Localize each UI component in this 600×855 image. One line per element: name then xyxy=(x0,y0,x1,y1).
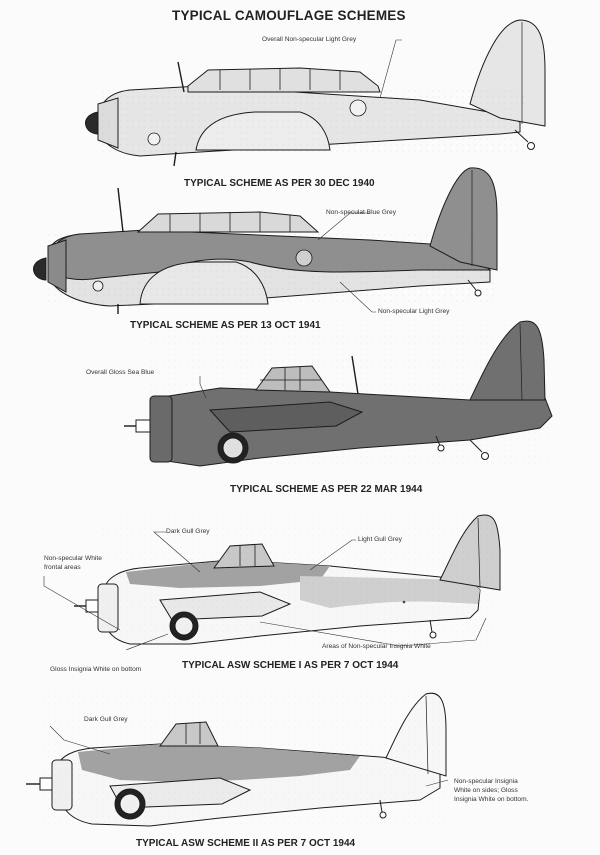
caption-scheme-1941: TYPICAL SCHEME AS PER 13 OCT 1941 xyxy=(130,320,321,331)
caption-scheme-1940: TYPICAL SCHEME AS PER 30 DEC 1940 xyxy=(184,178,375,189)
label-dark-gull-grey-1: Dark Gull Grey xyxy=(166,528,210,535)
label-insignia-white-areas: Areas of Non-specular Insignia White xyxy=(322,643,431,650)
caption-scheme-1944: TYPICAL SCHEME AS PER 22 MAR 1944 xyxy=(230,484,423,495)
aircraft-5-wildcat-asw-2 xyxy=(26,690,447,828)
label-blue-grey: Non-speculat Blue Grey xyxy=(326,209,397,216)
leader-lines xyxy=(43,39,487,787)
label-gloss-sea-blue: Overall Gloss Sea Blue xyxy=(86,369,155,376)
label-white-frontal-1: Non-specular White xyxy=(44,555,102,562)
label-asw2-note-3: Insignia White on bottom. xyxy=(454,796,529,803)
label-asw2-note-2: White on sides; Gloss xyxy=(454,787,518,794)
label-asw2-note-1: Non-specular Insignia xyxy=(454,778,518,785)
aircraft-2-devastator-blue-grey xyxy=(33,167,498,314)
label-light-gull-grey: Light Gull Grey xyxy=(358,536,402,543)
aircraft-2-spinner xyxy=(33,257,47,281)
caption-asw-scheme-1: TYPICAL ASW SCHEME I AS PER 7 OCT 1944 xyxy=(182,660,399,671)
aircraft-1-devastator-light-grey xyxy=(85,19,546,167)
aircraft-4-wildcat-asw-1 xyxy=(74,512,501,645)
aircraft-3-wildcat-sea-blue xyxy=(124,320,553,467)
aircraft-3-prop-hub xyxy=(135,419,151,433)
label-overall-light-grey: Overall Non-specular Light Grey xyxy=(262,36,357,43)
label-dark-gull-grey-2: Dark Gull Grey xyxy=(84,716,128,723)
aircraft-2-canopy xyxy=(136,211,320,233)
aircraft-1-spinner xyxy=(85,111,99,135)
label-white-frontal-2: frontal areas xyxy=(44,564,81,571)
aircraft-4-prop-hub xyxy=(85,599,99,613)
label-gloss-insignia-bottom: Gloss Insignia White on bottom xyxy=(50,666,142,673)
label-light-grey-lower: Non-specular Light Grey xyxy=(378,308,450,315)
caption-asw-scheme-2: TYPICAL ASW SCHEME II AS PER 7 OCT 1944 xyxy=(136,838,356,849)
page-title: TYPICAL CAMOUFLAGE SCHEMES xyxy=(172,8,406,23)
